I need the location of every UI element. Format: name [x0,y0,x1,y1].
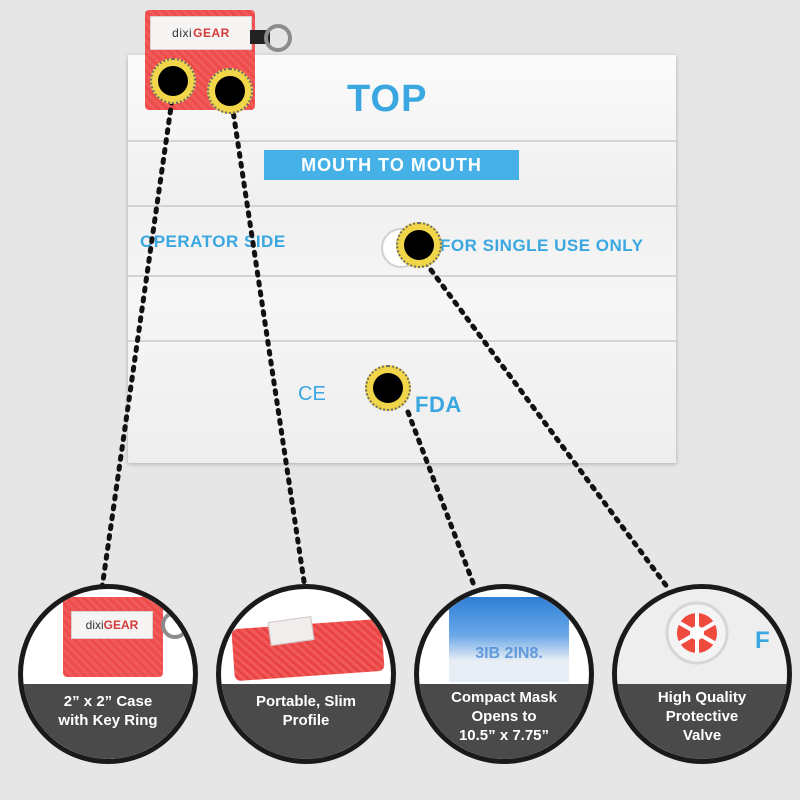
marker-mask [365,365,411,411]
marker-case [150,58,196,104]
feature-line-2: Opens to [471,708,537,725]
single-use-label: FOR SINGLE USE ONLY [440,236,644,255]
feature-label-band: 2” x 2” Case with Key Ring [23,684,193,759]
connector-line-case [99,97,175,591]
connector-line-profile [229,101,308,591]
sheet-fold [128,205,676,207]
feature-line-3: Valve [682,727,722,744]
brand-name-part2: GEAR [193,26,230,40]
feature-profile: Portable, Slim Profile [216,584,396,764]
marker-profile [207,68,253,114]
connector-line-valve [422,259,671,591]
thumb-brand-part1: dixi [85,618,104,632]
connector-line-mask [405,409,478,591]
thumb-key-ring [161,611,189,639]
mouth-to-mouth-bar: MOUTH TO MOUTH [264,150,519,180]
sheet-fold [128,140,676,142]
feature-line-1: 2” x 2” Case [63,693,153,710]
feature-label-band: High Quality Protective Valve [617,684,787,759]
bag-text: 3IB 2IN8. [475,645,543,662]
key-ring [264,24,292,52]
feature-line-1: Compact Mask [451,689,557,706]
feature-valve: F High Quality Protective Valve [612,584,792,764]
brand-name-part1: dixi [172,26,193,40]
valve-icon [665,601,729,665]
sheet-fold [128,275,676,277]
feature-label-band: Compact Mask Opens to 10.5” x 7.75” [419,684,589,759]
marker-valve [396,222,442,268]
ce-mark: CE [298,383,326,405]
feature-line-2: Protective [665,708,739,725]
feature-mask: 3IB 2IN8. Compact Mask Opens to 10.5” x … [414,584,594,764]
feature-line-1: High Quality [657,689,747,706]
thumb-brand-part2: GEAR [103,618,139,632]
operator-side-label: OPERATOR SIDE [140,232,286,251]
feature-line-2: Profile [282,712,330,729]
feature-line-3: 10.5” x 7.75” [458,727,550,744]
feature-label-band: Portable, Slim Profile [221,684,391,759]
feature-line-1: Portable, Slim [255,693,357,710]
mask-bag-thumbnail [449,597,569,682]
sheet-top-label: TOP [347,78,428,120]
valve-edge-text: F [755,627,770,654]
feature-line-2: with Key Ring [58,712,158,729]
sheet-fold [128,340,676,342]
fda-label: FDA [415,392,462,417]
